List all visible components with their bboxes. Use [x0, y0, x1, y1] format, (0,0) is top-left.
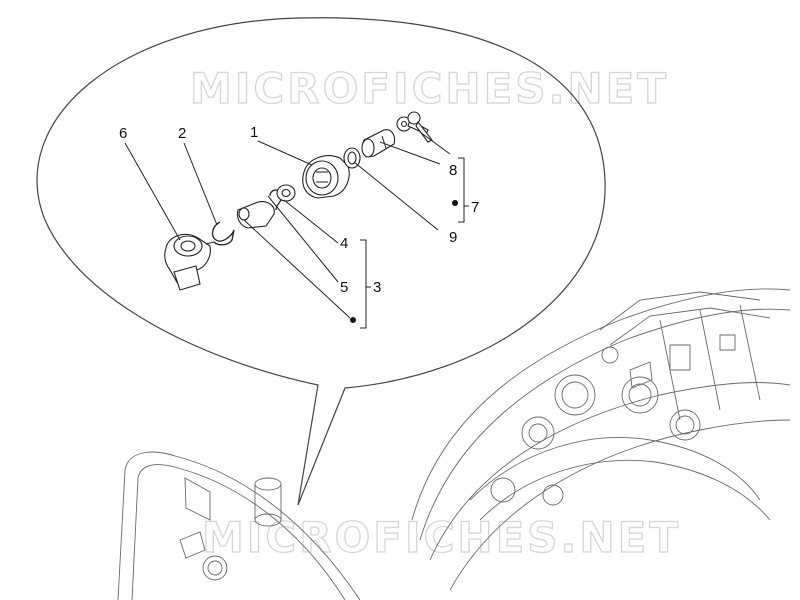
- callout-6: 6: [119, 125, 127, 142]
- watermark-top: MICROFICHES.NET: [190, 64, 669, 113]
- callout-8: 8: [449, 162, 457, 179]
- callout-bubble: [36, 17, 606, 506]
- part-8-lock-cylinder: [361, 129, 396, 158]
- dot-marker-7: [452, 200, 458, 206]
- callout-4: 4: [340, 235, 348, 252]
- callout-7: 7: [471, 199, 479, 216]
- callout-9: 9: [449, 229, 457, 246]
- keys: [396, 111, 433, 143]
- callout-1: 1: [250, 124, 258, 141]
- callout-2: 2: [178, 125, 186, 142]
- part-1-lock-housing: [302, 155, 350, 199]
- bracket-3: [360, 239, 367, 329]
- part-4-washer: [276, 184, 296, 202]
- callout-3: 3: [373, 279, 381, 296]
- scooter-frame: [411, 288, 791, 591]
- scooter-panel: [117, 451, 361, 600]
- part-5-cam: [236, 201, 275, 229]
- dot-marker-3: [350, 317, 356, 323]
- part-6-ignition-switch: [164, 233, 215, 291]
- leader-lines: [124, 131, 451, 319]
- callout-5: 5: [340, 279, 348, 296]
- part-2-clip: [211, 221, 235, 246]
- bracket-7: [458, 157, 465, 223]
